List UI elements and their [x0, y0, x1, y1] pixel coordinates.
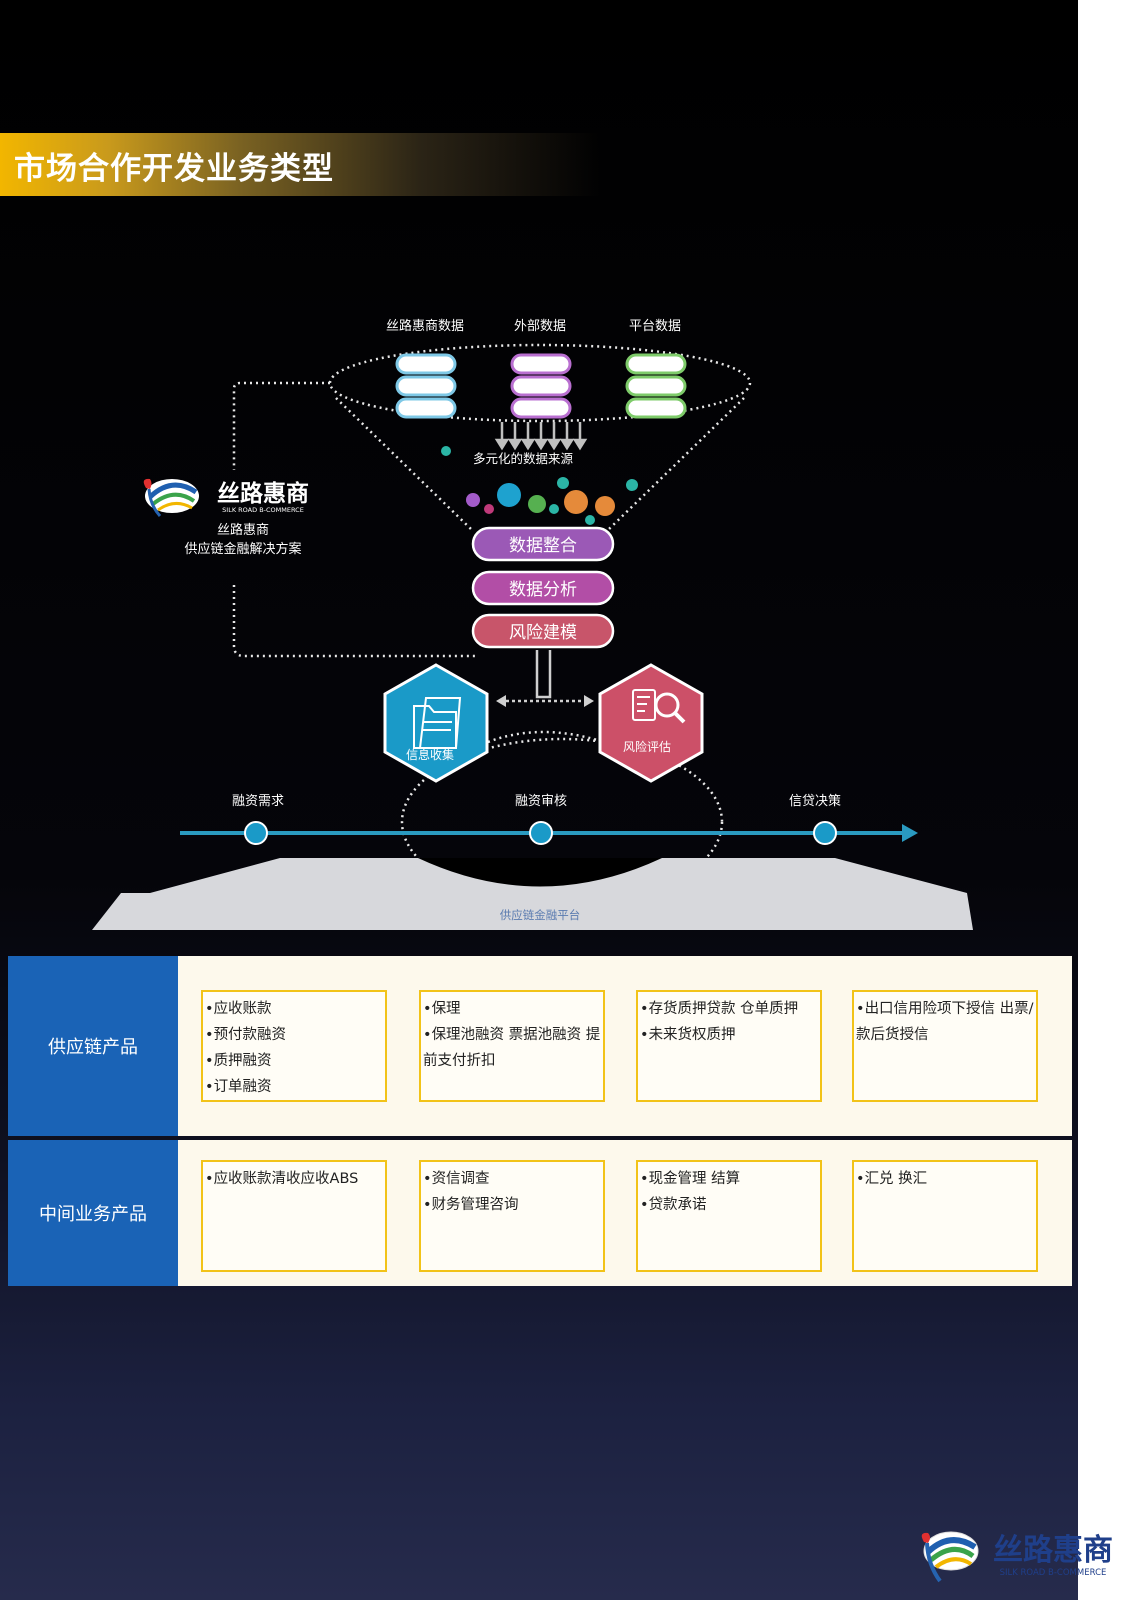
title-bar: 市场合作开发业务类型 [0, 133, 600, 196]
timeline-node-1 [244, 821, 268, 845]
product-card: 存货质押贷款 仓单质押 未来货权质押 [636, 990, 822, 1102]
product-item: 保理 [423, 996, 601, 1022]
product-item: 贷款承诺 [640, 1192, 818, 1218]
stage-label-integration: 数据整合 [509, 536, 577, 556]
product-card: 现金管理 结算 贷款承诺 [636, 1160, 822, 1272]
source-label-3: 平台数据 [629, 319, 681, 334]
funnel-left-edge [335, 397, 473, 531]
product-item: 资信调查 [423, 1166, 601, 1192]
connector-stem [535, 650, 552, 699]
funnel-right-edge [607, 397, 745, 531]
footer-logo: 丝路惠商 SILK ROAD B-COMMERCE [921, 1531, 1113, 1583]
product-row-supply-chain: 供应链产品 应收账款 预付款融资 质押融资 订单融资 保理 保理池融资 票据池融… [8, 956, 1072, 1136]
timeline-label-3: 信贷决策 [789, 793, 841, 809]
product-card: 应收账款 预付款融资 质押融资 订单融资 [201, 990, 387, 1102]
product-card: 应收账款清收应收ABS [201, 1160, 387, 1272]
product-item: 保理池融资 票据池融资 提前支付折扣 [423, 1022, 601, 1074]
product-card: 保理 保理池融资 票据池融资 提前支付折扣 [419, 990, 605, 1102]
slide-background: 市场合作开发业务类型 丝路惠商数据 外部数据 平台数据 [0, 0, 1078, 1600]
down-arrows-icon [494, 422, 588, 451]
source-label-1: 丝路惠商数据 [386, 318, 464, 334]
product-row-intermediary: 中间业务产品 应收账款清收应收ABS 资信调查 财务管理咨询 现金管理 结算 贷… [8, 1140, 1072, 1286]
data-bubbles-icon [441, 446, 638, 525]
footer-logo-sub: SILK ROAD B-COMMERCE [1000, 1568, 1107, 1578]
magnifier-document-icon [632, 689, 686, 724]
brand-name-en: SILK ROAD B-COMMERCE [222, 506, 304, 514]
timeline-label-2: 融资审核 [515, 794, 567, 809]
product-item: 质押融资 [205, 1048, 383, 1074]
folder-icon [413, 697, 462, 749]
arrow-left-icon [496, 695, 506, 707]
loop-line-top [232, 381, 330, 470]
platform-cutout [418, 858, 662, 887]
brand-name: 丝路惠商 [217, 480, 309, 507]
product-item: 未来货权质押 [640, 1022, 818, 1048]
product-item: 出口信用险项下授信 出票/款后货授信 [856, 996, 1034, 1048]
database-icon-external [510, 353, 572, 419]
risk-assess-hexagon [598, 663, 704, 783]
arrow-right-icon [584, 695, 594, 707]
row-body-supply-chain: 应收账款 预付款融资 质押融资 订单融资 保理 保理池融资 票据池融资 提前支付… [178, 956, 1072, 1136]
row-header-intermediary: 中间业务产品 [8, 1140, 178, 1286]
timeline-node-3 [813, 821, 837, 845]
stage-pill-modeling [471, 613, 615, 649]
info-collect-label: 信息收集 [406, 747, 454, 762]
stage-pill-integration [471, 526, 615, 562]
product-card: 出口信用险项下授信 出票/款后货授信 [852, 990, 1038, 1102]
brand-caption-line1: 丝路惠商 [217, 522, 269, 538]
risk-assess-label: 风险评估 [623, 739, 671, 754]
database-icon-platform [625, 353, 687, 419]
stage-label-analysis: 数据分析 [509, 580, 577, 600]
product-item: 应收账款清收应收ABS [205, 1166, 383, 1192]
database-icon-silkroad [395, 353, 457, 419]
product-item: 现金管理 结算 [640, 1166, 818, 1192]
product-item: 汇兑 换汇 [856, 1166, 1034, 1192]
timeline-label-1: 融资需求 [232, 794, 284, 809]
stage-pill-analysis [471, 570, 615, 606]
product-item: 应收账款 [205, 996, 383, 1022]
platform-base [92, 858, 973, 930]
platform-label: 供应链金融平台 [500, 908, 581, 922]
brand-caption-line2: 供应链金融解决方案 [184, 541, 301, 557]
product-card: 资信调查 财务管理咨询 [419, 1160, 605, 1272]
row-header-supply-chain: 供应链产品 [8, 956, 178, 1136]
funnel-rim [328, 343, 752, 423]
risk-funnel-diagram: 丝路惠商数据 外部数据 平台数据 多元化的数据来 [92, 318, 973, 930]
row-body-intermediary: 应收账款清收应收ABS 资信调查 财务管理咨询 现金管理 结算 贷款承诺 汇兑 … [178, 1140, 1072, 1286]
center-dotted-circle [400, 737, 724, 907]
product-item: 预付款融资 [205, 1022, 383, 1048]
timeline-arrow-icon [902, 824, 918, 842]
stage-label-modeling: 风险建模 [509, 623, 577, 643]
brand-logo: 丝路惠商 SILK ROAD B-COMMERCE [143, 478, 309, 518]
product-card: 汇兑 换汇 [852, 1160, 1038, 1272]
product-item: 订单融资 [205, 1074, 383, 1100]
multi-source-label: 多元化的数据来源 [473, 451, 574, 466]
loop-line-bottom [232, 585, 478, 658]
product-item: 存货质押贷款 仓单质押 [640, 996, 818, 1022]
product-item: 财务管理咨询 [423, 1192, 601, 1218]
page-title: 市场合作开发业务类型 [14, 151, 334, 187]
footer-logo-text: 丝路惠商 [993, 1533, 1113, 1568]
source-label-2: 外部数据 [514, 319, 566, 334]
timeline-node-2 [529, 821, 553, 845]
